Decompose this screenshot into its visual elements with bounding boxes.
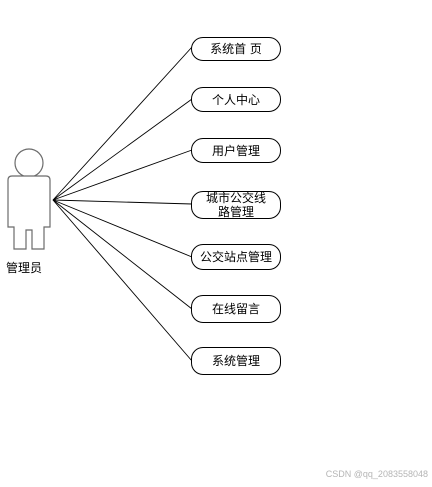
usecase-user-management: 用户管理 (191, 138, 281, 163)
usecase-profile: 个人中心 (191, 87, 281, 112)
association-lines (52, 46, 193, 362)
usecase-bus-stop-management: 公交站点管理 (191, 244, 281, 270)
actor-figure (7, 148, 51, 250)
association-line (52, 149, 193, 201)
association-line (52, 98, 193, 201)
association-line (52, 199, 193, 310)
actor-label: 管理员 (6, 261, 43, 275)
association-line (52, 199, 193, 258)
association-line (52, 199, 193, 362)
usecase-system-management: 系统管理 (191, 347, 281, 375)
association-line (52, 46, 193, 201)
usecase-bus-route-management: 城市公交线路管理 (191, 191, 281, 219)
association-line (52, 199, 193, 205)
usecase-home: 系统首 页 (191, 37, 281, 61)
watermark: CSDN @qq_2083558048 (325, 469, 428, 479)
usecase-online-message: 在线留言 (191, 295, 281, 323)
